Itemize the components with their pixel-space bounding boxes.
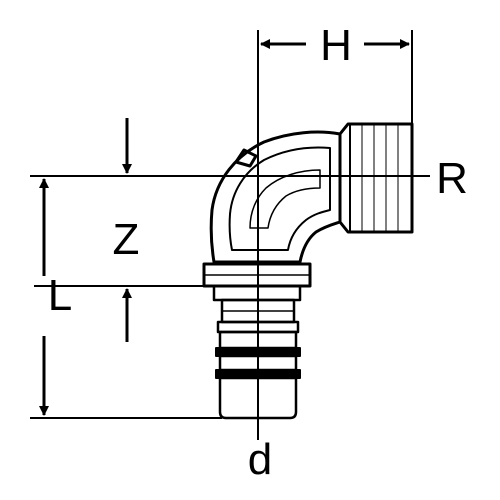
label-h: H: [320, 21, 352, 70]
elbow-tab: [234, 148, 258, 168]
threaded-end: [338, 122, 414, 234]
label-z: Z: [113, 215, 140, 264]
label-d: d: [248, 435, 272, 484]
label-l: L: [48, 271, 72, 320]
elbow-inner-wall: [228, 146, 331, 251]
elbow-fitting: [209, 122, 414, 264]
elbow-bore: [249, 169, 321, 229]
dimension-lines: [30, 30, 430, 440]
label-r: R: [436, 154, 468, 203]
elbow-outer-wall: [209, 130, 342, 264]
